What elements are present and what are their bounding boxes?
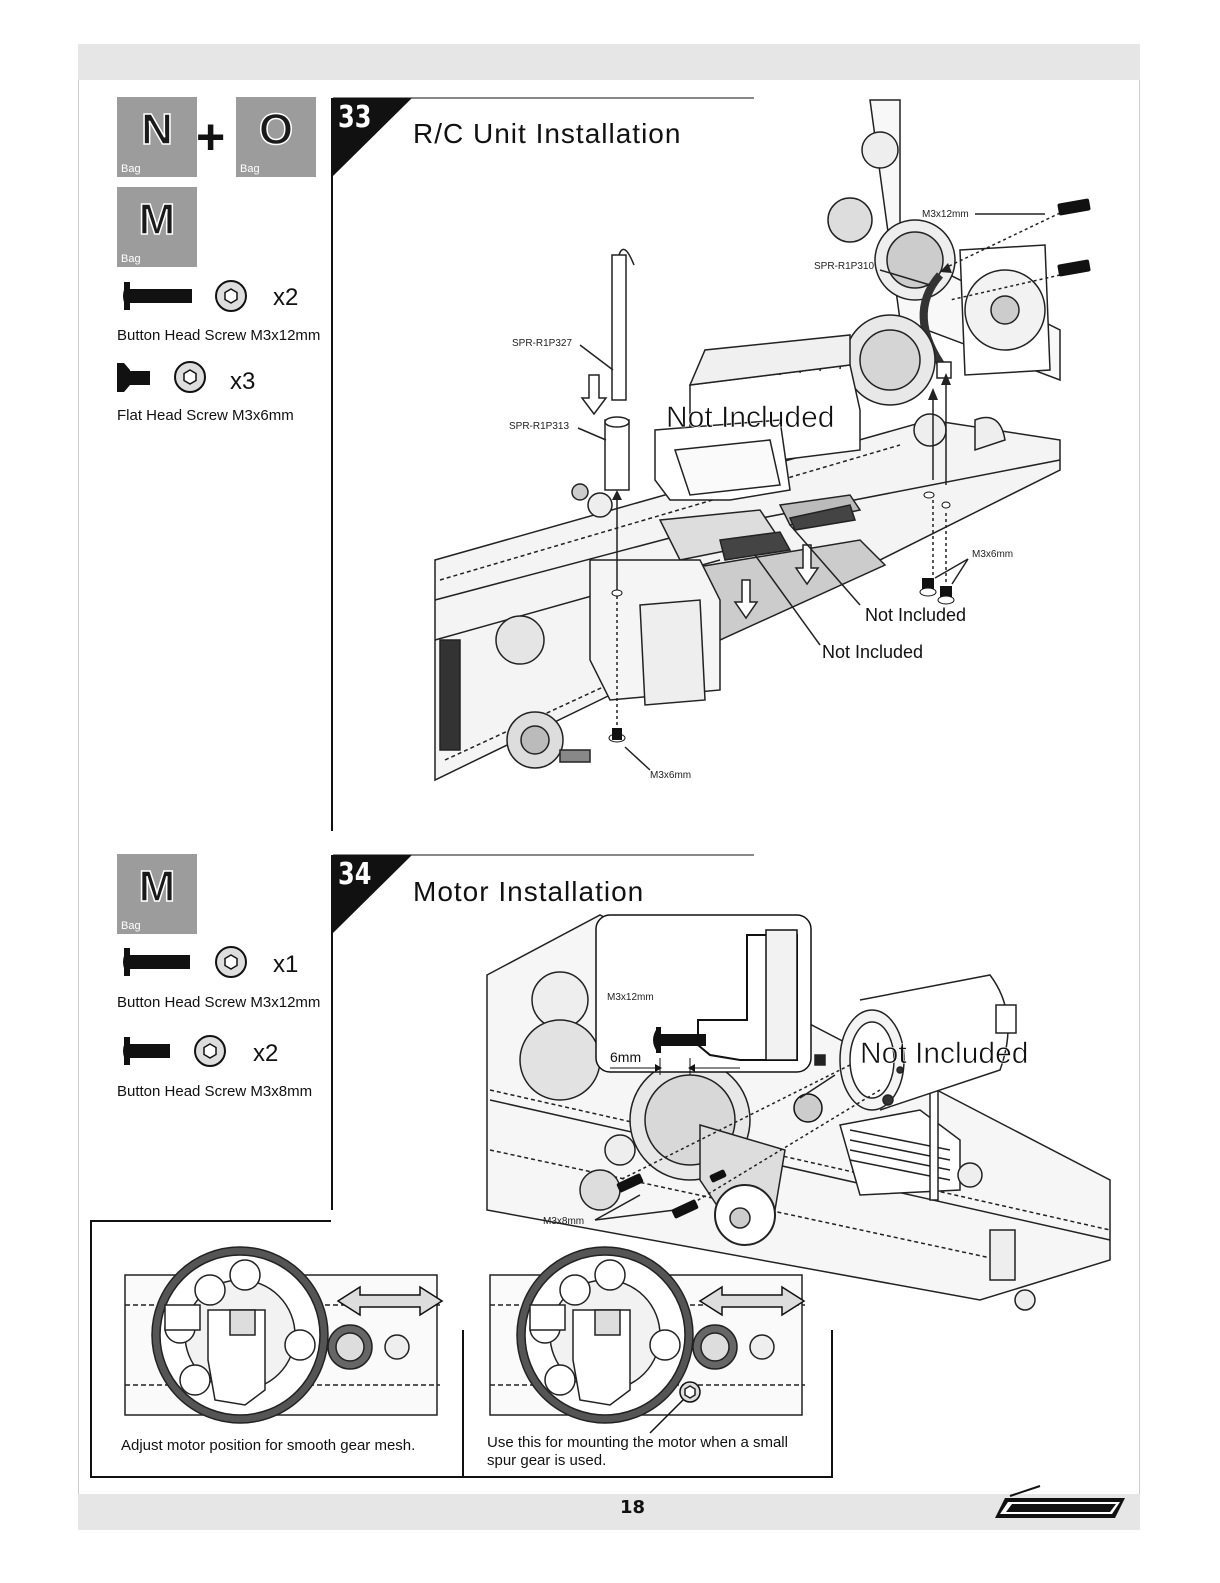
callout-label: M3x6mm: [650, 770, 692, 781]
washer-icon: [215, 946, 247, 978]
step-number: 33: [338, 100, 372, 135]
part-count: x2: [273, 284, 299, 311]
callout-label: M3x6mm: [972, 549, 1014, 560]
chassis-illustration-33: [434, 99, 1061, 782]
button-head-screw-icon: [123, 282, 192, 310]
callout-label: SPR-R1P313: [509, 421, 570, 432]
gear-mesh-diagram-left: [124, 1246, 440, 1424]
not-included-label: Not Included: [822, 642, 924, 662]
inset-detail-frame: [595, 914, 812, 1075]
down-arrow-icon: [580, 374, 820, 620]
bag-n: N Bag: [117, 97, 197, 177]
callout-label: SPR-R1P327: [512, 338, 573, 349]
double-arrow-icon: [698, 1285, 806, 1317]
chassis-illustration-34: [486, 914, 1111, 1311]
spec-r-logo: [995, 1485, 1125, 1518]
washer-icon: [194, 1035, 226, 1067]
step-34-badge: [333, 855, 412, 933]
bag-o: O Bag: [236, 97, 316, 177]
dimension-label: 6mm: [610, 1049, 642, 1065]
part-label: Button Head Screw M3x12mm: [117, 994, 321, 1011]
page-number: 18: [620, 1497, 646, 1518]
small-spur-note: Use this for mounting the motor when a s…: [487, 1434, 788, 1469]
not-included-label: Not Included: [860, 1037, 1029, 1071]
step-title: Motor Installation: [413, 876, 645, 907]
part-count: x2: [253, 1040, 279, 1067]
button-head-screw-icon: [123, 1037, 170, 1065]
part-count: x1: [273, 951, 299, 978]
washer-icon: [215, 280, 247, 312]
bag-letter: N: [140, 104, 173, 155]
part-label: Button Head Screw M3x12mm: [117, 327, 321, 344]
part-label: Flat Head Screw M3x6mm: [117, 407, 294, 424]
callout-label: M3x12mm: [607, 992, 654, 1003]
step-title: R/C Unit Installation: [413, 118, 682, 149]
bag-label: Bag: [121, 163, 141, 175]
double-arrow-icon: [336, 1285, 444, 1317]
header-bar: [78, 44, 1140, 80]
gear-mesh-diagram-right: [489, 1246, 805, 1434]
bag-label: Bag: [121, 253, 141, 265]
frame-left: [78, 80, 79, 1494]
bag-letter: O: [258, 104, 294, 155]
part-count: x3: [230, 368, 256, 395]
callout-label: M3x12mm: [922, 209, 969, 220]
part-label: Button Head Screw M3x8mm: [117, 1083, 313, 1100]
washer-icon: [174, 361, 206, 393]
bag-m: M Bag: [117, 187, 197, 267]
bag-letter: M: [138, 861, 176, 912]
step-number: 34: [338, 857, 372, 892]
frame-right: [1139, 80, 1140, 1494]
gear-mesh-note: Adjust motor position for smooth gear me…: [121, 1437, 416, 1454]
step-33-badge: [333, 98, 412, 176]
button-head-screw-icon: [123, 948, 190, 976]
not-included-label: Not Included: [865, 605, 967, 625]
bag-label: Bag: [240, 163, 260, 175]
bag-label: Bag: [121, 920, 141, 932]
footer-bar: [78, 1494, 1140, 1530]
flat-head-screw-icon: [117, 363, 150, 392]
callout-label: SPR-R1P310: [814, 261, 875, 272]
screw-icon: [608, 198, 1091, 743]
bag-letter: M: [138, 194, 176, 245]
screw-icon: [616, 1169, 727, 1219]
not-included-label: Not Included: [666, 401, 835, 435]
callout-label: M3x8mm: [543, 1216, 585, 1227]
plus-sign: +: [196, 109, 226, 165]
bag-m: M Bag: [117, 854, 197, 934]
